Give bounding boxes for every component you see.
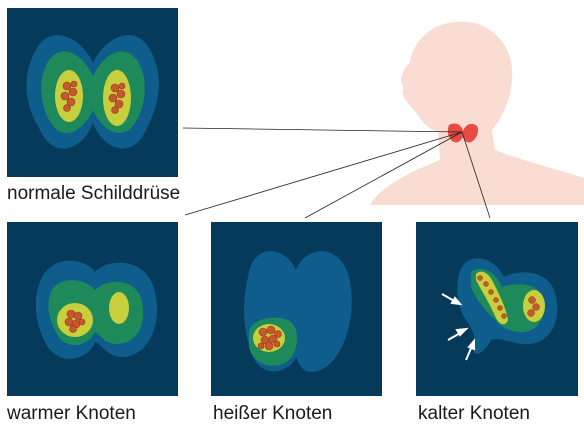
leader-line-cold — [462, 132, 490, 218]
scan-cold — [416, 222, 578, 396]
scan-warm — [7, 222, 178, 396]
caption-cold: kalter Knoten — [418, 403, 530, 425]
caption-normal: normale Schilddrüse — [7, 183, 180, 205]
leader-line-warm — [185, 132, 462, 215]
scan-cold-image — [416, 222, 578, 396]
leader-line-normal — [183, 128, 462, 132]
leader-line-hot — [305, 132, 462, 218]
scan-warm-image — [7, 222, 178, 396]
caption-warm: warmer Knoten — [7, 403, 136, 425]
leader-lines — [183, 128, 490, 218]
scan-normal-image — [7, 8, 178, 177]
scan-hot-image — [211, 222, 382, 396]
scan-hot — [211, 222, 382, 396]
contour-inner-right — [109, 292, 129, 324]
human-silhouette — [370, 22, 584, 205]
scan-normal — [7, 8, 178, 177]
thyroid-gland — [448, 124, 478, 143]
caption-hot: heißer Knoten — [213, 403, 332, 425]
